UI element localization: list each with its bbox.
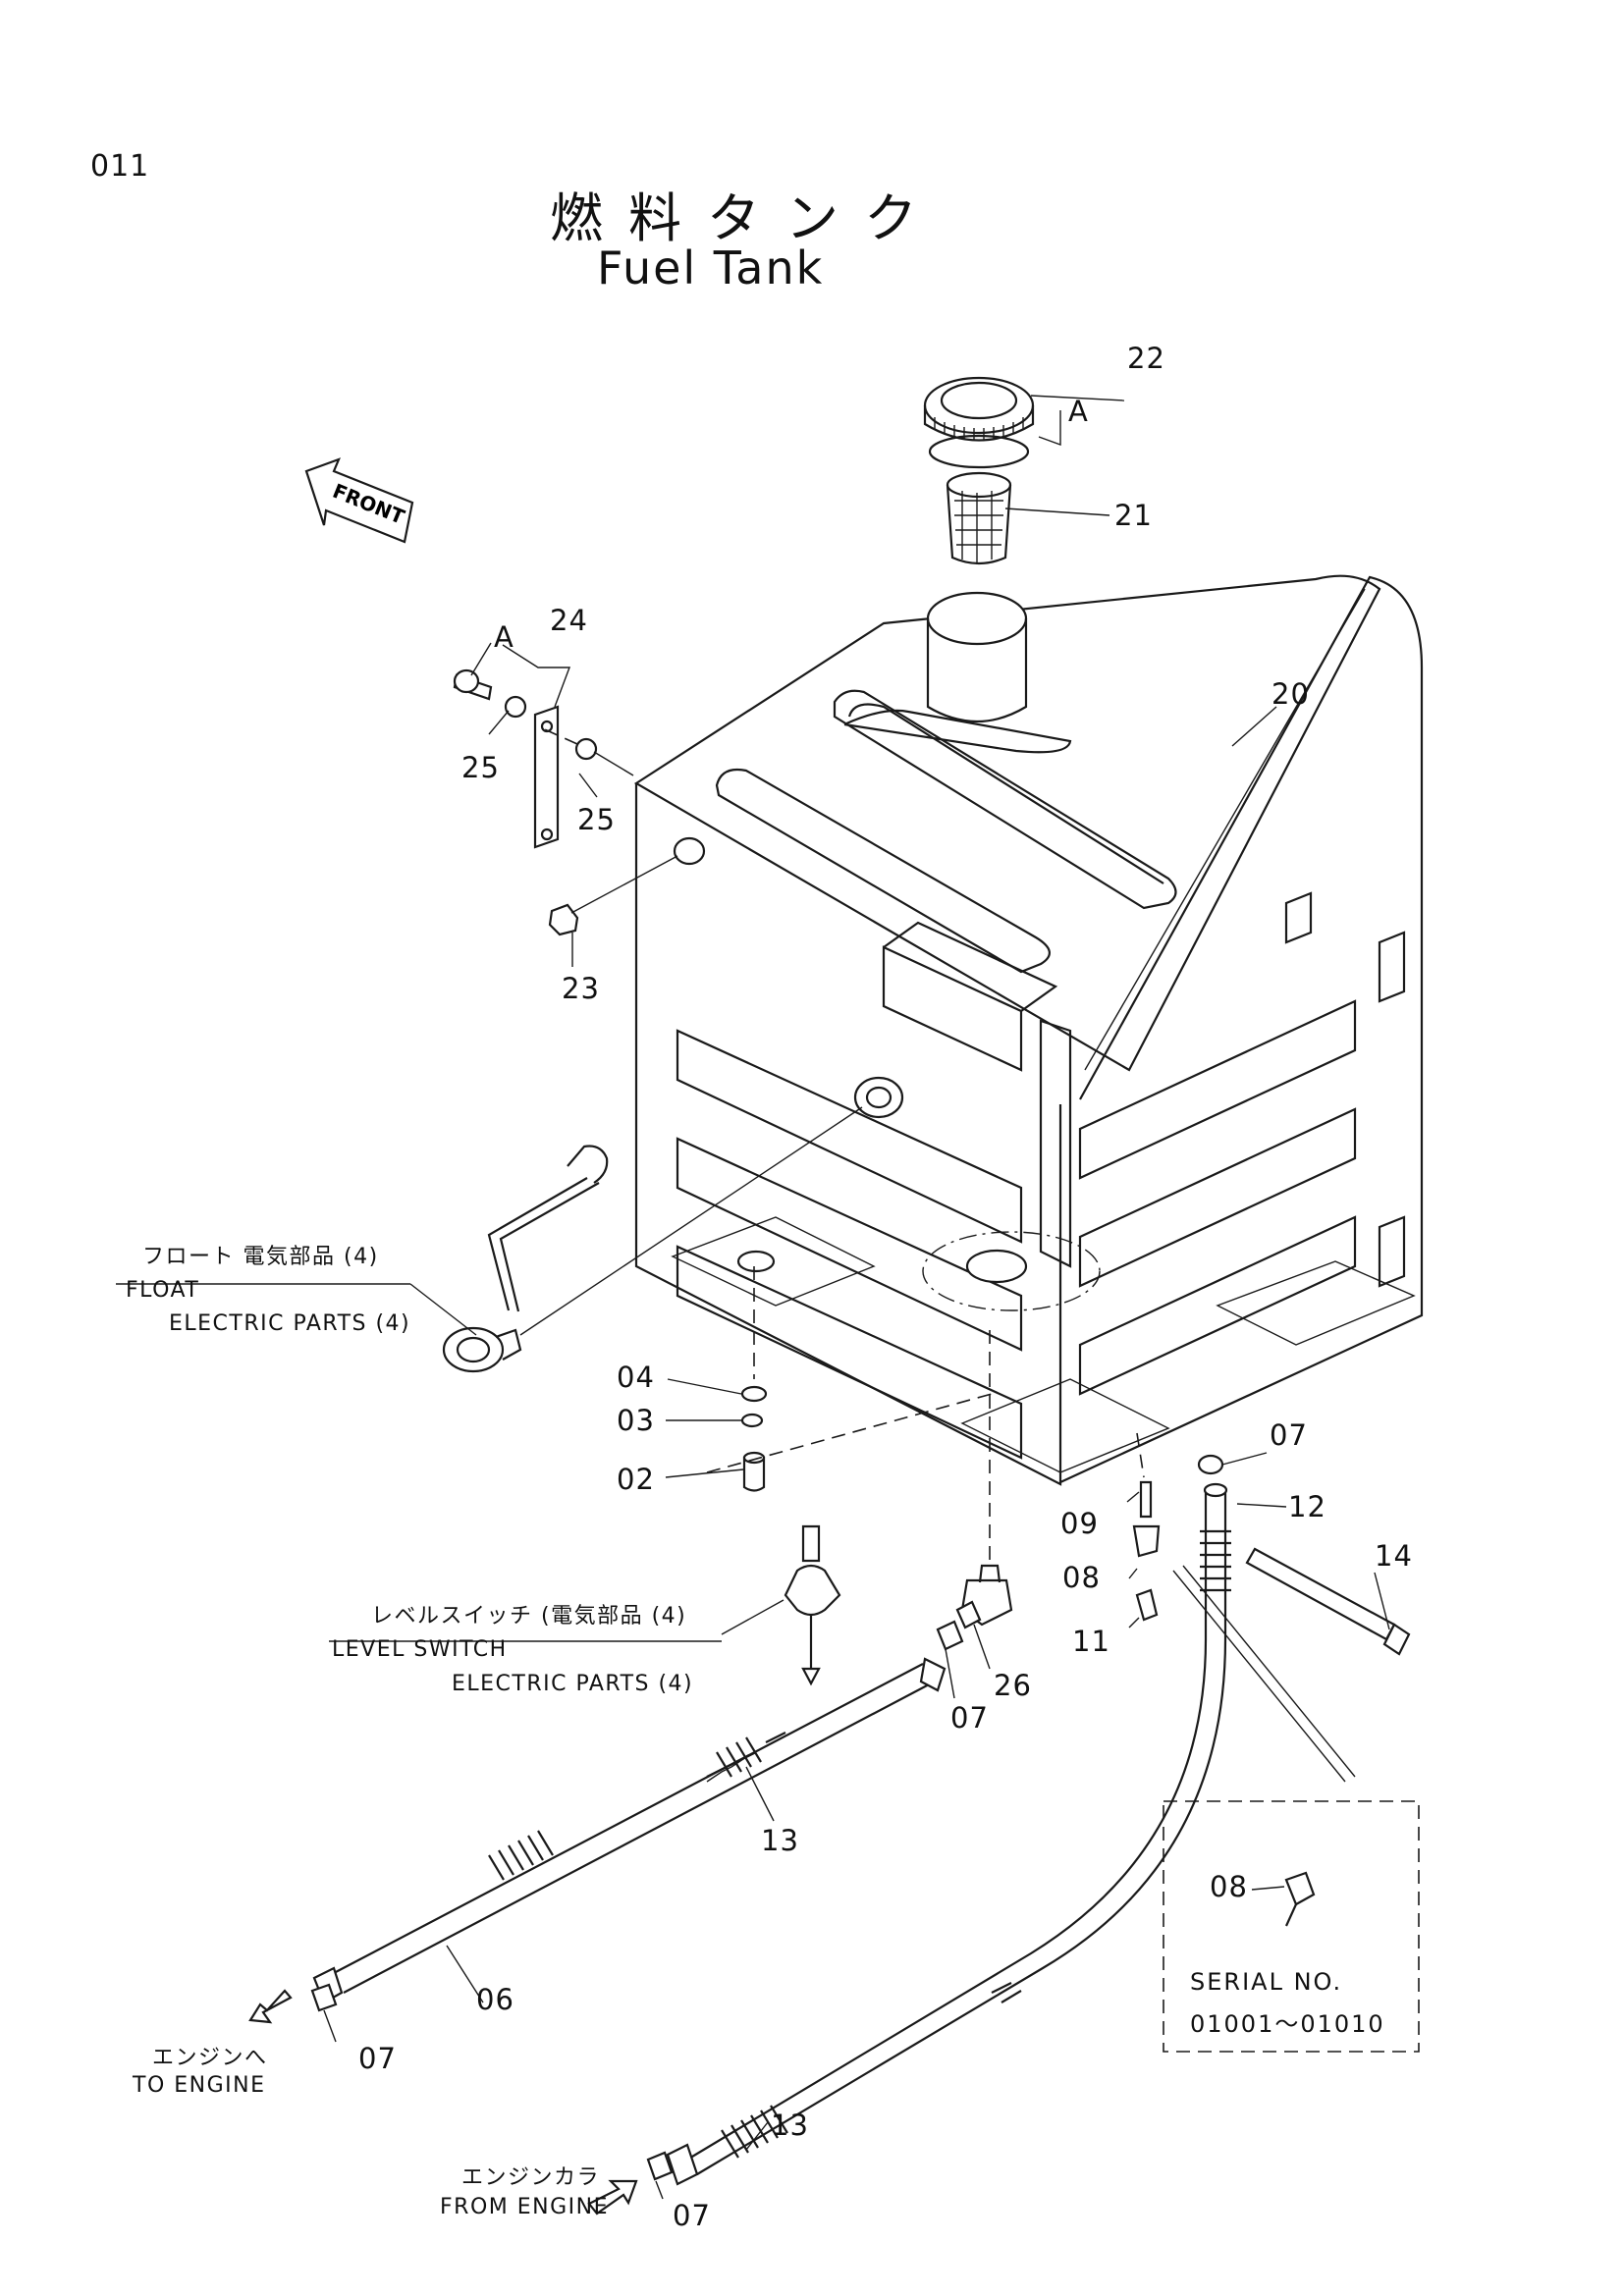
float-assembly <box>442 1106 863 1373</box>
hose-fitting <box>955 1330 1013 1629</box>
front-arrow-text: FRONT <box>329 479 407 529</box>
float-note-en: FLOAT <box>126 1278 200 1303</box>
callout-25-left: 25 <box>461 751 500 784</box>
leader-lines <box>116 395 1390 2200</box>
to-engine-arrow-icon <box>248 1989 293 2024</box>
callout-03: 03 <box>617 1404 655 1437</box>
fuel-line-lower <box>666 1482 1231 2186</box>
level-note-sub: ELECTRIC PARTS (4) <box>452 1672 694 1696</box>
float-note-sub: ELECTRIC PARTS (4) <box>169 1311 411 1336</box>
from-engine-en: FROM ENGINE <box>440 2195 609 2219</box>
callout-07-bottom: 07 <box>673 2199 711 2232</box>
strainer <box>946 471 1012 565</box>
level-note-ja: レベルスイッチ (電気部品 (4) <box>371 1604 687 1629</box>
title-japanese: 燃料タンク <box>550 187 943 249</box>
small-hardware <box>1132 1432 1411 1783</box>
callout-04: 04 <box>617 1361 655 1394</box>
fuel-tank-body <box>633 574 1424 1486</box>
drain-plug <box>548 855 678 936</box>
fuel-line-upper <box>312 1657 947 2004</box>
callout-09: 09 <box>1060 1507 1099 1540</box>
callout-08: 08 <box>1062 1561 1101 1594</box>
front-arrow-icon: FRONT <box>304 457 414 544</box>
to-engine-ja: エンジンへ <box>152 2046 268 2070</box>
callout-12: 12 <box>1288 1490 1326 1523</box>
callout-14: 14 <box>1375 1539 1413 1573</box>
callout-22: 22 <box>1127 342 1165 375</box>
callout-24: 24 <box>550 604 588 637</box>
callout-13-upper: 13 <box>761 1824 799 1857</box>
callout-07-top: 07 <box>1270 1418 1308 1452</box>
callout-25-right: 25 <box>577 803 616 836</box>
line-clamps <box>310 1620 964 2181</box>
float-note-ja: フロート 電気部品 (4) <box>142 1245 379 1269</box>
callout-07-left: 07 <box>358 2042 397 2075</box>
callout-20: 20 <box>1271 677 1310 711</box>
callout-a-bolt: A <box>494 620 514 654</box>
callout-11: 11 <box>1072 1625 1110 1658</box>
callout-23: 23 <box>562 972 600 1005</box>
page-number: 011 <box>90 149 150 184</box>
from-engine-arrow-icon <box>587 2179 638 2216</box>
serial-box-frame <box>1163 1800 1420 2053</box>
callout-02: 02 <box>617 1463 655 1496</box>
callout-a-cap: A <box>1068 395 1089 428</box>
filler-cap <box>923 376 1035 469</box>
level-note-en: LEVEL SWITCH <box>332 1637 508 1662</box>
serial-range: 01001～01010 <box>1190 2010 1385 2038</box>
serial-label: SERIAL NO. <box>1190 1968 1343 1996</box>
bracket-assembly <box>453 668 634 849</box>
callout-07-mid: 07 <box>950 1701 989 1735</box>
serial-box-clamp <box>1284 1871 1316 1927</box>
to-engine-en: TO ENGINE <box>133 2073 266 2098</box>
level-switch <box>706 1393 993 1686</box>
callout-21: 21 <box>1114 499 1153 532</box>
callout-13-lower: 13 <box>771 2109 809 2142</box>
callout-08-serial: 08 <box>1210 1870 1248 1903</box>
callout-26: 26 <box>994 1669 1032 1702</box>
title-english: Fuel Tank <box>597 241 825 294</box>
from-engine-ja: エンジンカラ <box>461 2165 601 2190</box>
callout-06: 06 <box>476 1983 514 2016</box>
